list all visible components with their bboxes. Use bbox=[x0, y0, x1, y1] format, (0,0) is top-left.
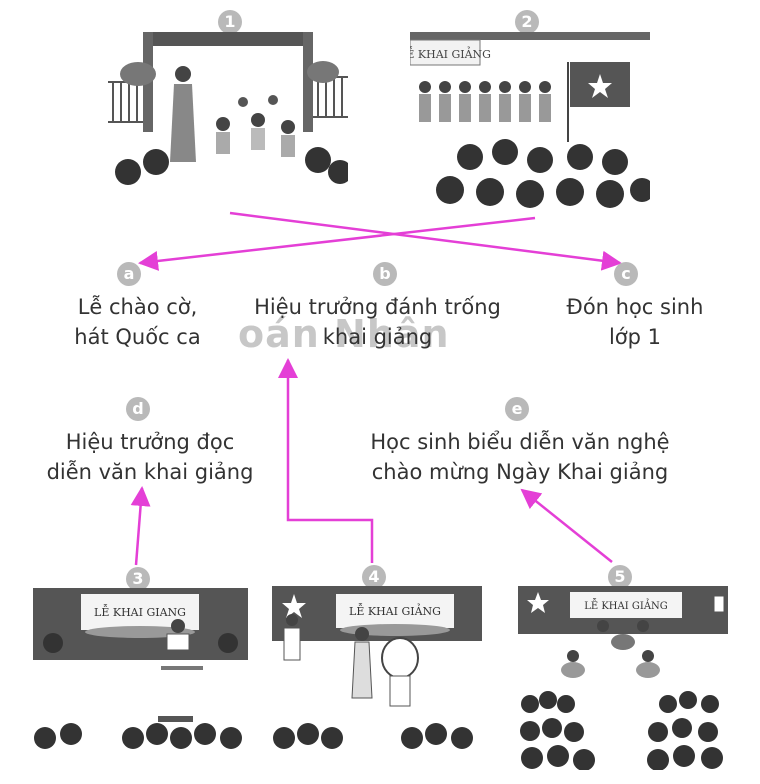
flag-star-icon bbox=[588, 74, 612, 98]
scene-3-banner: LỄ KHAI GIANG bbox=[94, 604, 186, 619]
scene-5-banner: LỄ KHAI GIẢNG bbox=[584, 599, 668, 612]
caption-a-line1: Lễ chào cờ, bbox=[77, 295, 198, 319]
scene-1-number: 1 bbox=[218, 10, 242, 34]
stage-star-icon-2 bbox=[527, 592, 549, 613]
scene-2-number: 2 bbox=[515, 10, 539, 34]
stage-star-icon bbox=[282, 594, 306, 618]
caption-e-line2: chào mừng Ngày Khai giảng bbox=[371, 460, 669, 484]
caption-d-line2: diễn văn khai giảng bbox=[46, 460, 254, 484]
caption-c-line2: lớp 1 bbox=[608, 325, 662, 349]
scene-2-flag-ceremony-image: LỄ KHAI GIẢNG bbox=[410, 32, 650, 212]
scene-2-banner: LỄ KHAI GIẢNG bbox=[410, 46, 491, 61]
caption-a-line2: hát Quốc ca bbox=[74, 325, 201, 349]
caption-b-letter: b bbox=[373, 262, 397, 286]
caption-c-letter: c bbox=[614, 262, 638, 286]
caption-e-line1: Học sinh biểu diễn văn nghệ bbox=[370, 430, 670, 454]
caption-c-text: Đón học sinh lớp 1 bbox=[540, 292, 730, 352]
caption-b-line1: Hiệu trưởng đánh trống bbox=[254, 295, 501, 319]
scene-5-performance-image: LỄ KHAI GIẢNG bbox=[518, 586, 728, 770]
watermark: oán Nhân bbox=[238, 312, 450, 356]
caption-d-line1: Hiệu trưởng đọc bbox=[65, 430, 235, 454]
scene-1-welcome-image bbox=[108, 32, 348, 192]
arrow-scene-3-to-d bbox=[130, 486, 151, 566]
caption-e-text: Học sinh biểu diễn văn nghệ chào mừng Ng… bbox=[335, 427, 705, 487]
scene-4-drum-image: LỄ KHAI GIẢNG bbox=[272, 586, 482, 770]
arrow-scene-5-to-e bbox=[520, 488, 613, 563]
caption-a-text: Lễ chào cờ, hát Quốc ca bbox=[20, 292, 255, 352]
arrow-scene-1-to-c bbox=[229, 211, 622, 271]
scene-4-banner: LỄ KHAI GIẢNG bbox=[349, 603, 441, 618]
arrow-scene-4-to-b bbox=[278, 358, 374, 563]
caption-d-letter: d bbox=[126, 397, 150, 421]
caption-e-letter: e bbox=[505, 397, 529, 421]
scene-5-number: 5 bbox=[608, 565, 632, 589]
caption-d-text: Hiệu trưởng đọc diễn văn khai giảng bbox=[20, 427, 280, 487]
caption-c-line1: Đón học sinh bbox=[566, 295, 704, 319]
caption-b-line2: khai giảng bbox=[322, 325, 433, 349]
scene-3-speech-image: LỄ KHAI GIANG bbox=[33, 588, 248, 770]
scene-4-number: 4 bbox=[362, 565, 386, 589]
arrow-scene-2-to-a bbox=[138, 216, 536, 271]
caption-b-text: Hiệu trưởng đánh trống khai giảng bbox=[240, 292, 515, 352]
scene-3-number: 3 bbox=[126, 567, 150, 591]
caption-a-letter: a bbox=[117, 262, 141, 286]
